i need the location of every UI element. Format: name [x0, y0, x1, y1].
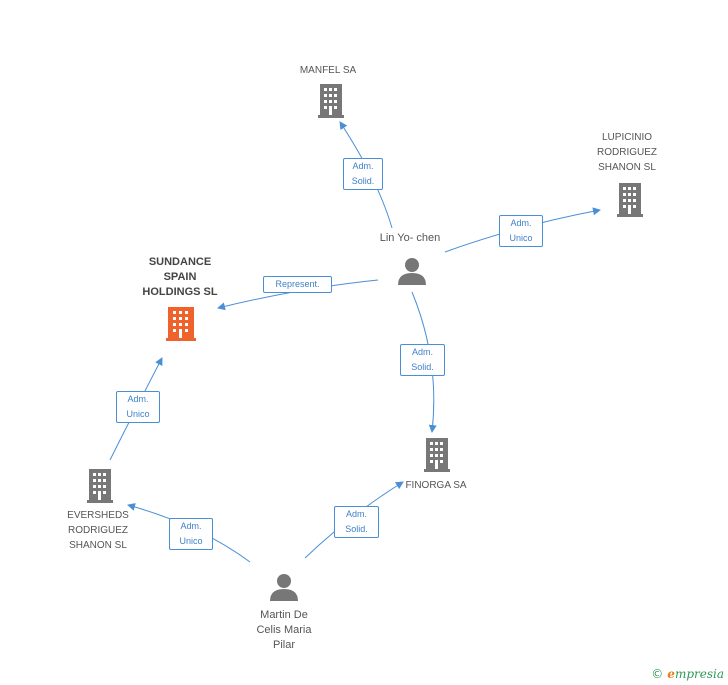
node-label-sundance[interactable]: SUNDANCE SPAIN HOLDINGS SL [130, 255, 230, 300]
edge-label-line-2: Solid. [345, 524, 368, 534]
building-icon-manfel[interactable] [318, 84, 344, 118]
edge-label-line-2: Unico [509, 233, 533, 243]
lin-label: Lin Yo- chen [379, 232, 441, 244]
manfel-label: MANFEL SA [299, 65, 357, 76]
copyright-icon: © [651, 667, 664, 681]
lupicinio-label-line-3: SHANON SL [598, 162, 656, 173]
edge-label-martin-finorga[interactable]: Adm. Solid. [334, 506, 379, 538]
node-label-manfel[interactable]: MANFEL SA [288, 63, 368, 78]
edge-label-line-1: Adm. [180, 521, 202, 531]
empresia-logo: ©empresia [651, 667, 724, 681]
edge-label-line-1: Adm. [345, 509, 367, 519]
brand-name: mpresia [674, 667, 724, 681]
edge-label-line-1: Adm. [510, 218, 532, 228]
lupicinio-label-line-2: RODRIGUEZ [597, 147, 657, 158]
edge-label-martin-eversheds[interactable]: Adm. Unico [169, 518, 213, 550]
eversheds-label-line-1: EVERSHEDS [67, 510, 129, 521]
sundance-label-line-2: SPAIN [163, 271, 197, 283]
person-icon-martin[interactable] [270, 574, 298, 601]
edge-label-line-2: Unico [126, 409, 150, 419]
brand-initial: e [667, 667, 675, 681]
node-label-finorga[interactable]: FINORGA SA [396, 478, 476, 493]
edge-label-line-2: Solid. [411, 362, 434, 372]
edge-label-line-1: Adm. [127, 394, 149, 404]
node-label-eversheds[interactable]: EVERSHEDS RODRIGUEZ SHANON SL [56, 508, 140, 553]
building-icon-finorga[interactable] [424, 438, 450, 472]
building-icon-eversheds[interactable] [87, 469, 113, 503]
edge-label-line-2: Unico [179, 536, 203, 546]
sundance-label-line-1: SUNDANCE [148, 256, 212, 268]
edge-label-lin-finorga[interactable]: Adm. Solid. [400, 344, 445, 376]
martin-label-line-3: Pilar [272, 639, 295, 651]
sundance-label-line-3: HOLDINGS SL [142, 286, 218, 298]
lupicinio-label-line-1: LUPICINIO [601, 132, 652, 143]
edge-label-lin-lupicinio[interactable]: Adm. Unico [499, 215, 543, 247]
eversheds-label-line-2: RODRIGUEZ [68, 525, 128, 536]
person-icon-lin[interactable] [398, 258, 426, 285]
edge-label-line-1: Adm. [352, 161, 374, 171]
finorga-label: FINORGA SA [405, 480, 467, 491]
eversheds-label-line-3: SHANON SL [69, 540, 127, 551]
node-label-martin[interactable]: Martin De Celis Maria Pilar [234, 608, 334, 653]
martin-label-line-1: Martin De [260, 609, 308, 621]
edge-label-line-2: Solid. [351, 176, 375, 186]
building-icon-sundance[interactable] [166, 307, 196, 341]
martin-label-line-2: Celis Maria [256, 624, 312, 636]
node-label-lupicinio[interactable]: LUPICINIO RODRIGUEZ SHANON SL [587, 130, 667, 175]
building-icon-lupicinio[interactable] [617, 183, 643, 217]
edge-label-line-1: Adm. [411, 347, 433, 357]
edge-label-line-1: Represent. [275, 279, 320, 289]
node-label-lin[interactable]: Lin Yo- chen [360, 231, 460, 246]
edge-label-lin-sundance[interactable]: Represent. [263, 276, 332, 293]
edge-label-eversheds-sundance[interactable]: Adm. Unico [116, 391, 160, 423]
edge-label-lin-manfel[interactable]: Adm. Solid. [343, 158, 383, 190]
